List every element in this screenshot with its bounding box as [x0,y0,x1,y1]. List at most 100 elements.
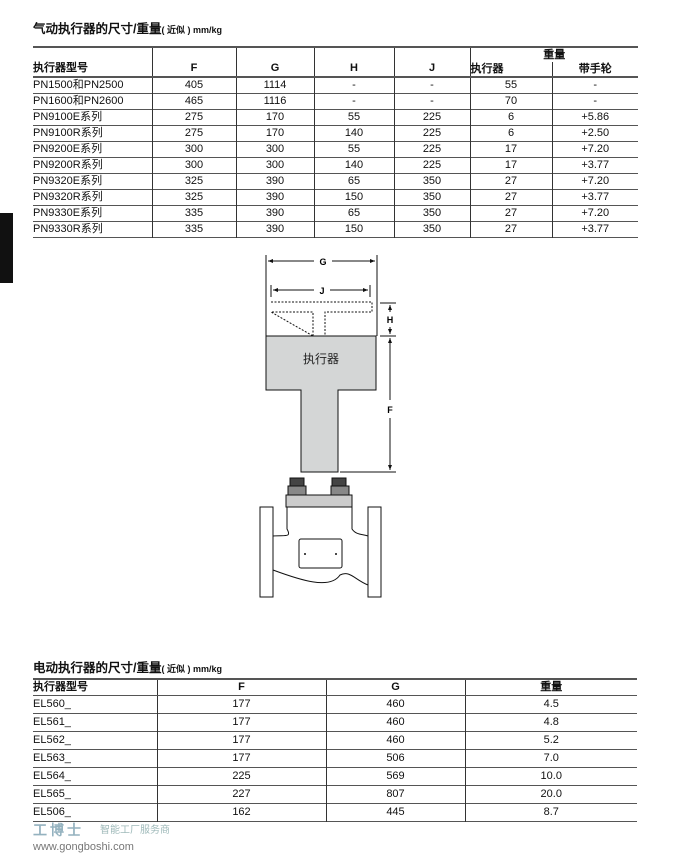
table-cell: 170 [235,109,314,126]
table-cell: 150 [313,221,394,238]
table-cell: 6 [469,109,552,126]
table-cell: 506 [325,749,465,768]
table-cell: 460 [325,713,465,732]
table-cell: 225 [393,125,470,142]
table-cell: 27 [469,205,552,222]
table-cell: 65 [313,205,394,222]
table-cell: 225 [393,109,470,126]
table-cell: 335 [151,221,236,238]
table-cell: 275 [151,125,236,142]
table-cell: 390 [235,205,314,222]
table-cell: 17 [469,141,552,158]
table-cell: PN1500和PN2500 [33,79,124,91]
table-cell: 20.0 [464,785,637,804]
table-cell: 300 [151,157,236,174]
header-weight: 重量 [469,47,638,62]
electric-title: 电动执行器的尺寸/重量( 近似 ) mm/kg [33,661,222,675]
table-cell: EL563_ [33,752,71,764]
table-cell: 390 [235,173,314,190]
table-cell: PN9330E系列 [33,207,103,219]
table-cell: 65 [313,173,394,190]
table-cell: 569 [325,767,465,786]
table-cell: 1114 [235,77,314,94]
table-cell: 350 [393,173,470,190]
table-cell: 177 [156,749,326,768]
table-cell: EL506_ [33,806,71,818]
table-cell: +7.20 [551,205,638,222]
table-cell: PN1600和PN2600 [33,95,124,107]
header-handwheel: 带手轮 [551,62,638,78]
watermark-url: www.gongboshi.com [33,841,134,853]
table-cell: 8.7 [464,803,637,822]
section-tab-marker [0,213,13,283]
table-cell: 177 [156,713,326,732]
header-model: 执行器型号 [33,47,152,78]
pneumatic-title: 气动执行器的尺寸/重量( 近似 ) mm/kg [33,22,222,36]
table-cell: 5.2 [464,731,637,750]
table-cell: 27 [469,221,552,238]
table-cell: EL562_ [33,734,71,746]
table-cell: 162 [156,803,326,822]
table-cell: +5.86 [551,109,638,126]
table-cell: 7.0 [464,749,637,768]
table-cell: 390 [235,189,314,206]
table-cell: - [551,77,638,94]
table-cell: 1116 [235,93,314,110]
table-cell: EL565_ [33,788,71,800]
table-cell: 140 [313,125,394,142]
dimension-g-label: G [319,257,326,267]
table-cell: PN9320R系列 [33,191,103,203]
table-cell: 300 [235,141,314,158]
table-cell: 10.0 [464,767,637,786]
table-cell: PN9330R系列 [33,223,103,235]
header-g: G [325,679,465,696]
table-cell: 460 [325,731,465,750]
dimension-f-label: F [387,405,393,415]
table-cell: - [313,93,394,110]
table-cell: +3.77 [551,221,638,238]
watermark-slogan: 智能工厂服务商 [100,825,170,836]
actuator-label: 执行器 [303,352,339,366]
table-cell: 227 [156,785,326,804]
table-cell: +3.77 [551,189,638,206]
header-model: 执行器型号 [33,679,157,696]
table-cell: EL560_ [33,698,71,710]
table-cell: 170 [235,125,314,142]
table-cell: 275 [151,109,236,126]
table-cell: 300 [151,141,236,158]
table-cell: 140 [313,157,394,174]
table-cell: 27 [469,173,552,190]
table-cell: - [313,77,394,94]
table-cell: 17 [469,157,552,174]
table-cell: 350 [393,205,470,222]
table-cell: 177 [156,695,326,714]
header-f: F [151,47,236,78]
table-cell: 70 [469,93,552,110]
header-h: H [313,47,394,78]
table-cell: 225 [393,141,470,158]
table-cell: EL564_ [33,770,71,782]
table-cell: 807 [325,785,465,804]
table-cell: PN9100E系列 [33,111,103,123]
table-cell: 350 [393,221,470,238]
table-cell: PN9100R系列 [33,127,103,139]
header-j: J [393,47,470,78]
table-cell: 55 [313,141,394,158]
table-cell: 4.8 [464,713,637,732]
table-cell: 55 [469,77,552,94]
dimension-h-label: H [387,315,394,325]
table-cell: +7.20 [551,141,638,158]
